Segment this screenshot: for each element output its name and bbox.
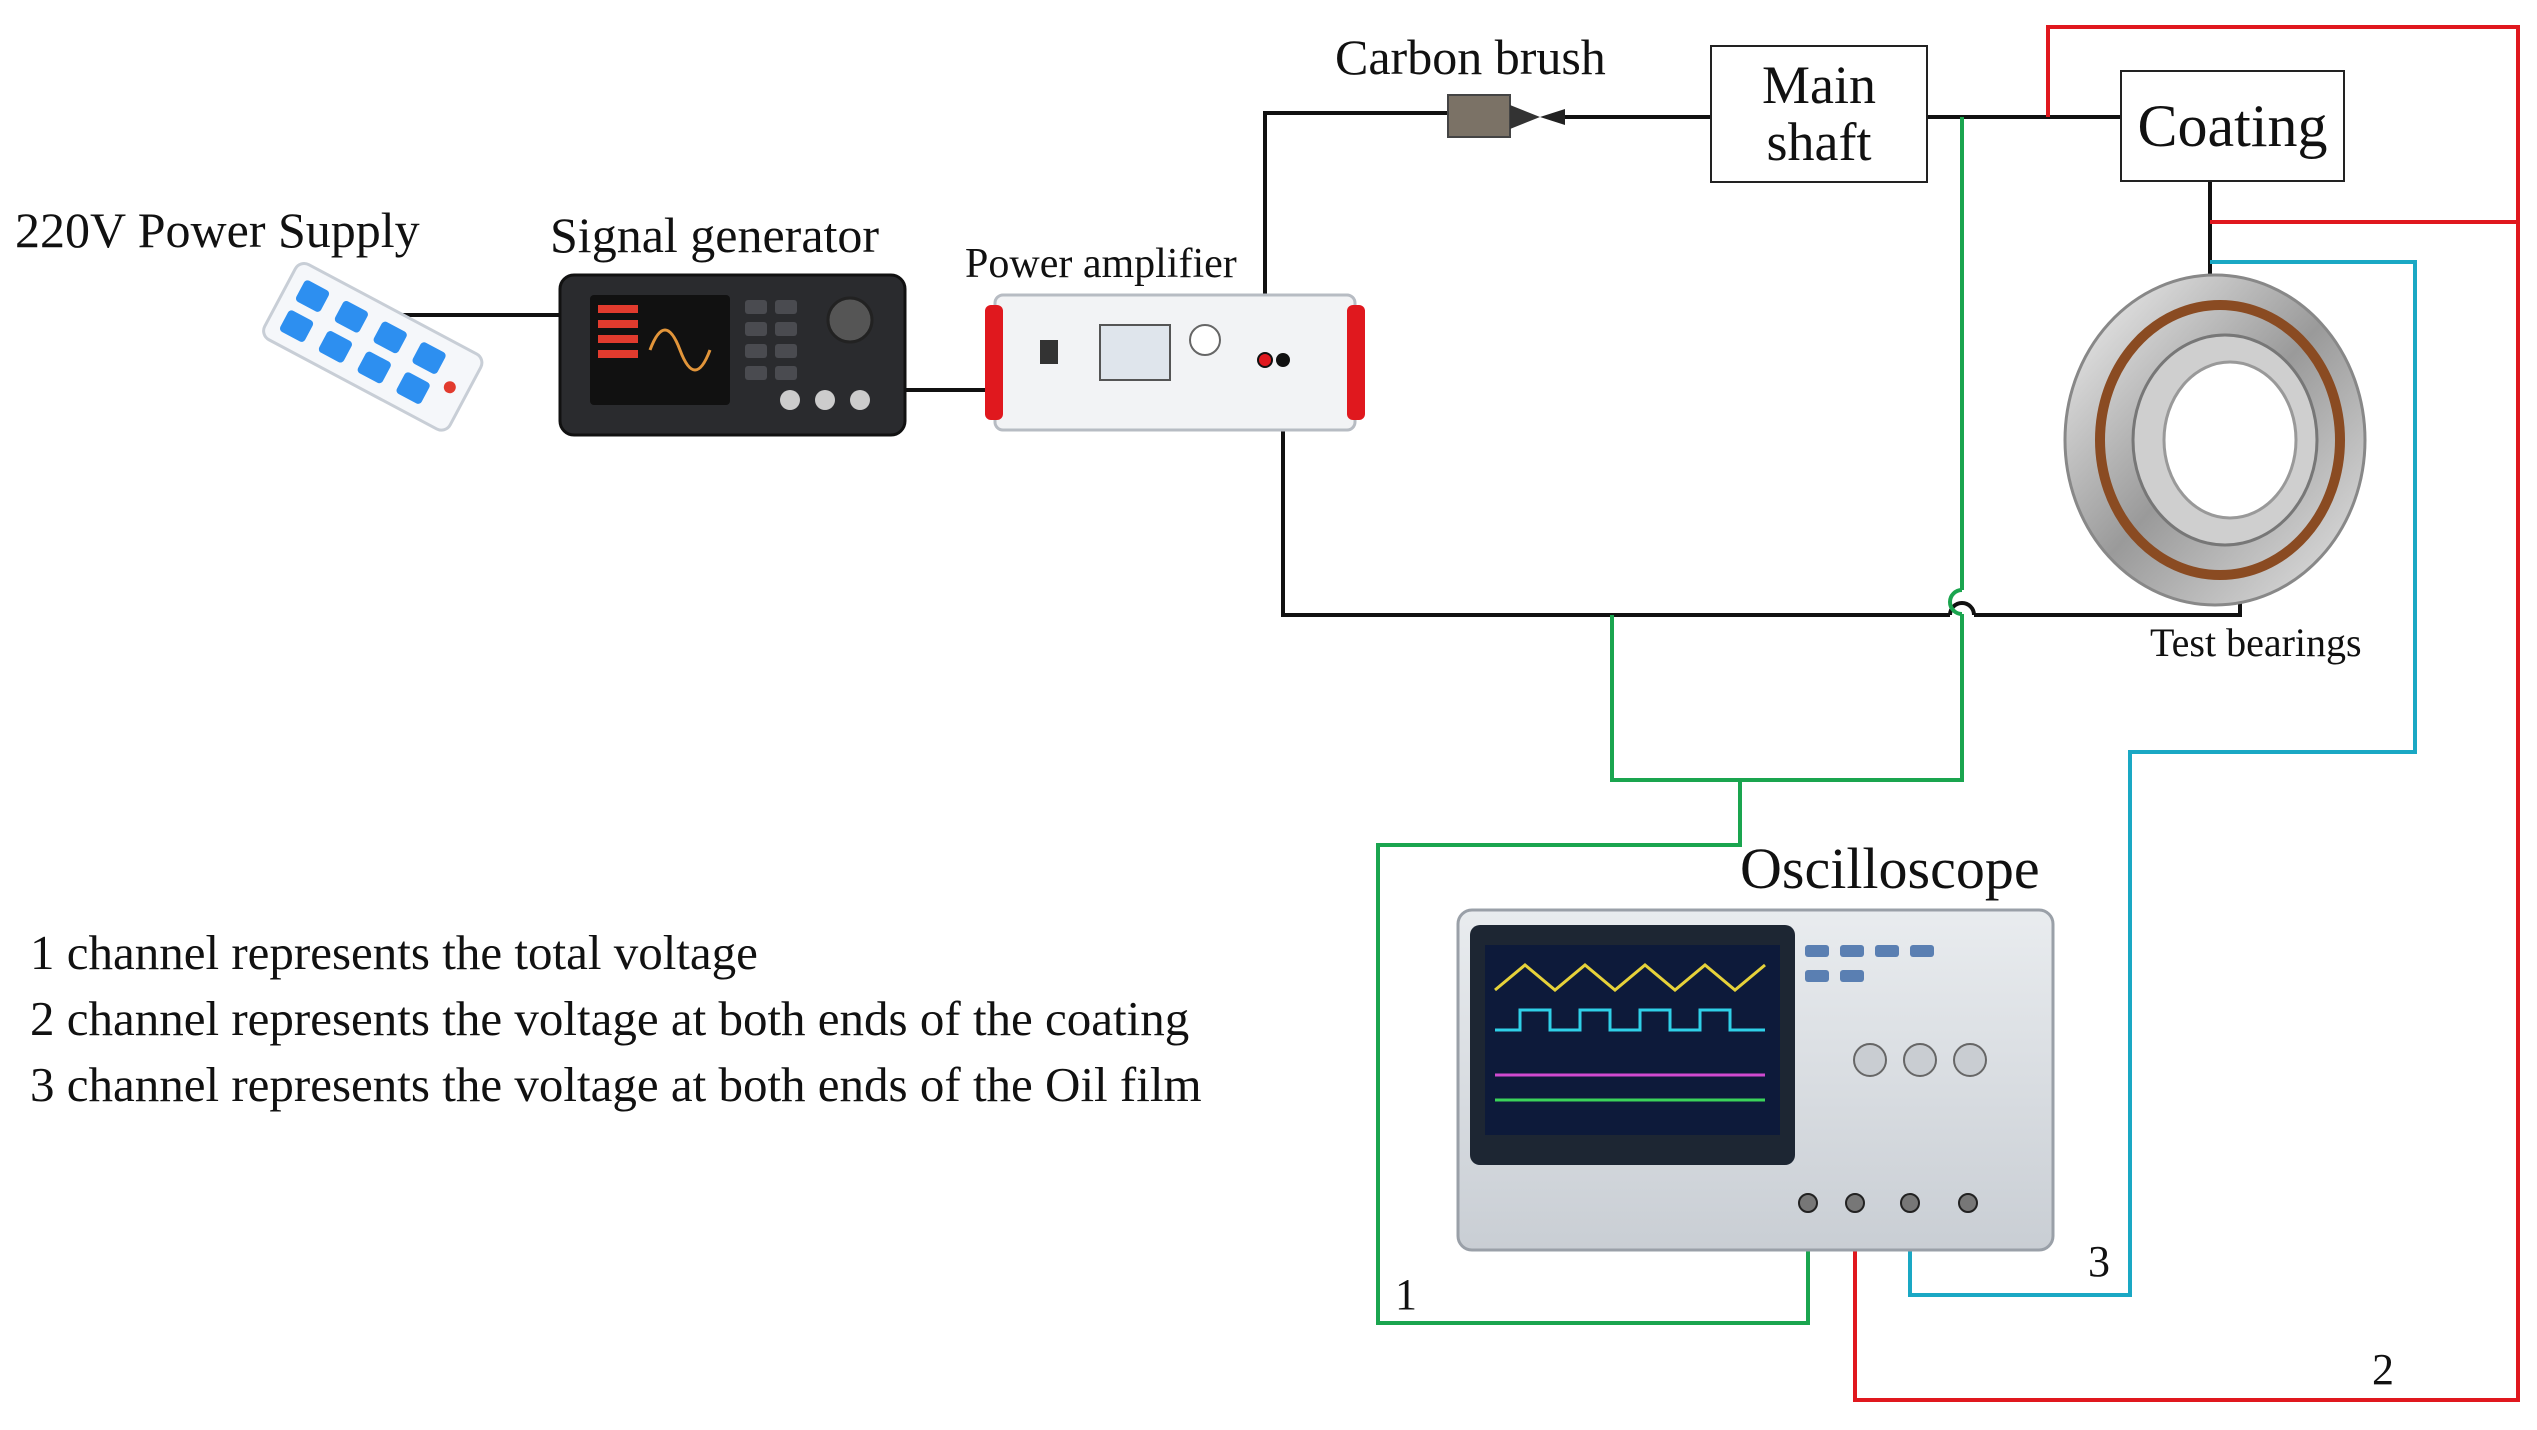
channel-3-wire [1908, 260, 2417, 1297]
channel-1-wire [1376, 117, 1964, 1325]
legend-line-1: 1 channel represents the total voltage [30, 925, 758, 980]
carbon-brush-label: Carbon brush [1335, 29, 1606, 85]
channel-legend: 1 channel represents the total voltage 2… [30, 920, 1202, 1118]
oscilloscope-image [1456, 908, 2055, 1252]
channel-2-number: 2 [2372, 1345, 2394, 1394]
oscilloscope-label: Oscilloscope [1740, 836, 2040, 901]
channel-3-number: 3 [2088, 1237, 2110, 1286]
power-amplifier-image [985, 293, 1365, 432]
power-strip-image [262, 262, 484, 432]
main-shaft-label: Main shaft [1762, 55, 1876, 172]
carbon-brush-image [1447, 94, 1565, 138]
test-bearing-image [2063, 273, 2367, 607]
legend-line-2: 2 channel represents the voltage at both… [30, 991, 1190, 1046]
coating-label: Coating [2137, 92, 2328, 159]
signal-generator-image [558, 273, 907, 437]
channel-1-number: 1 [1395, 1270, 1417, 1319]
main-shaft-box: Main shaft [1710, 45, 1928, 183]
signal-generator-label: Signal generator [550, 207, 880, 263]
power-amplifier-label: Power amplifier [965, 241, 1237, 287]
channel-2-wire [1853, 25, 2520, 1402]
legend-line-3: 3 channel represents the voltage at both… [30, 1057, 1202, 1112]
power-supply-label: 220V Power Supply [15, 202, 420, 258]
test-bearings-label: Test bearings [2150, 620, 2362, 665]
coating-box: Coating [2120, 70, 2345, 182]
